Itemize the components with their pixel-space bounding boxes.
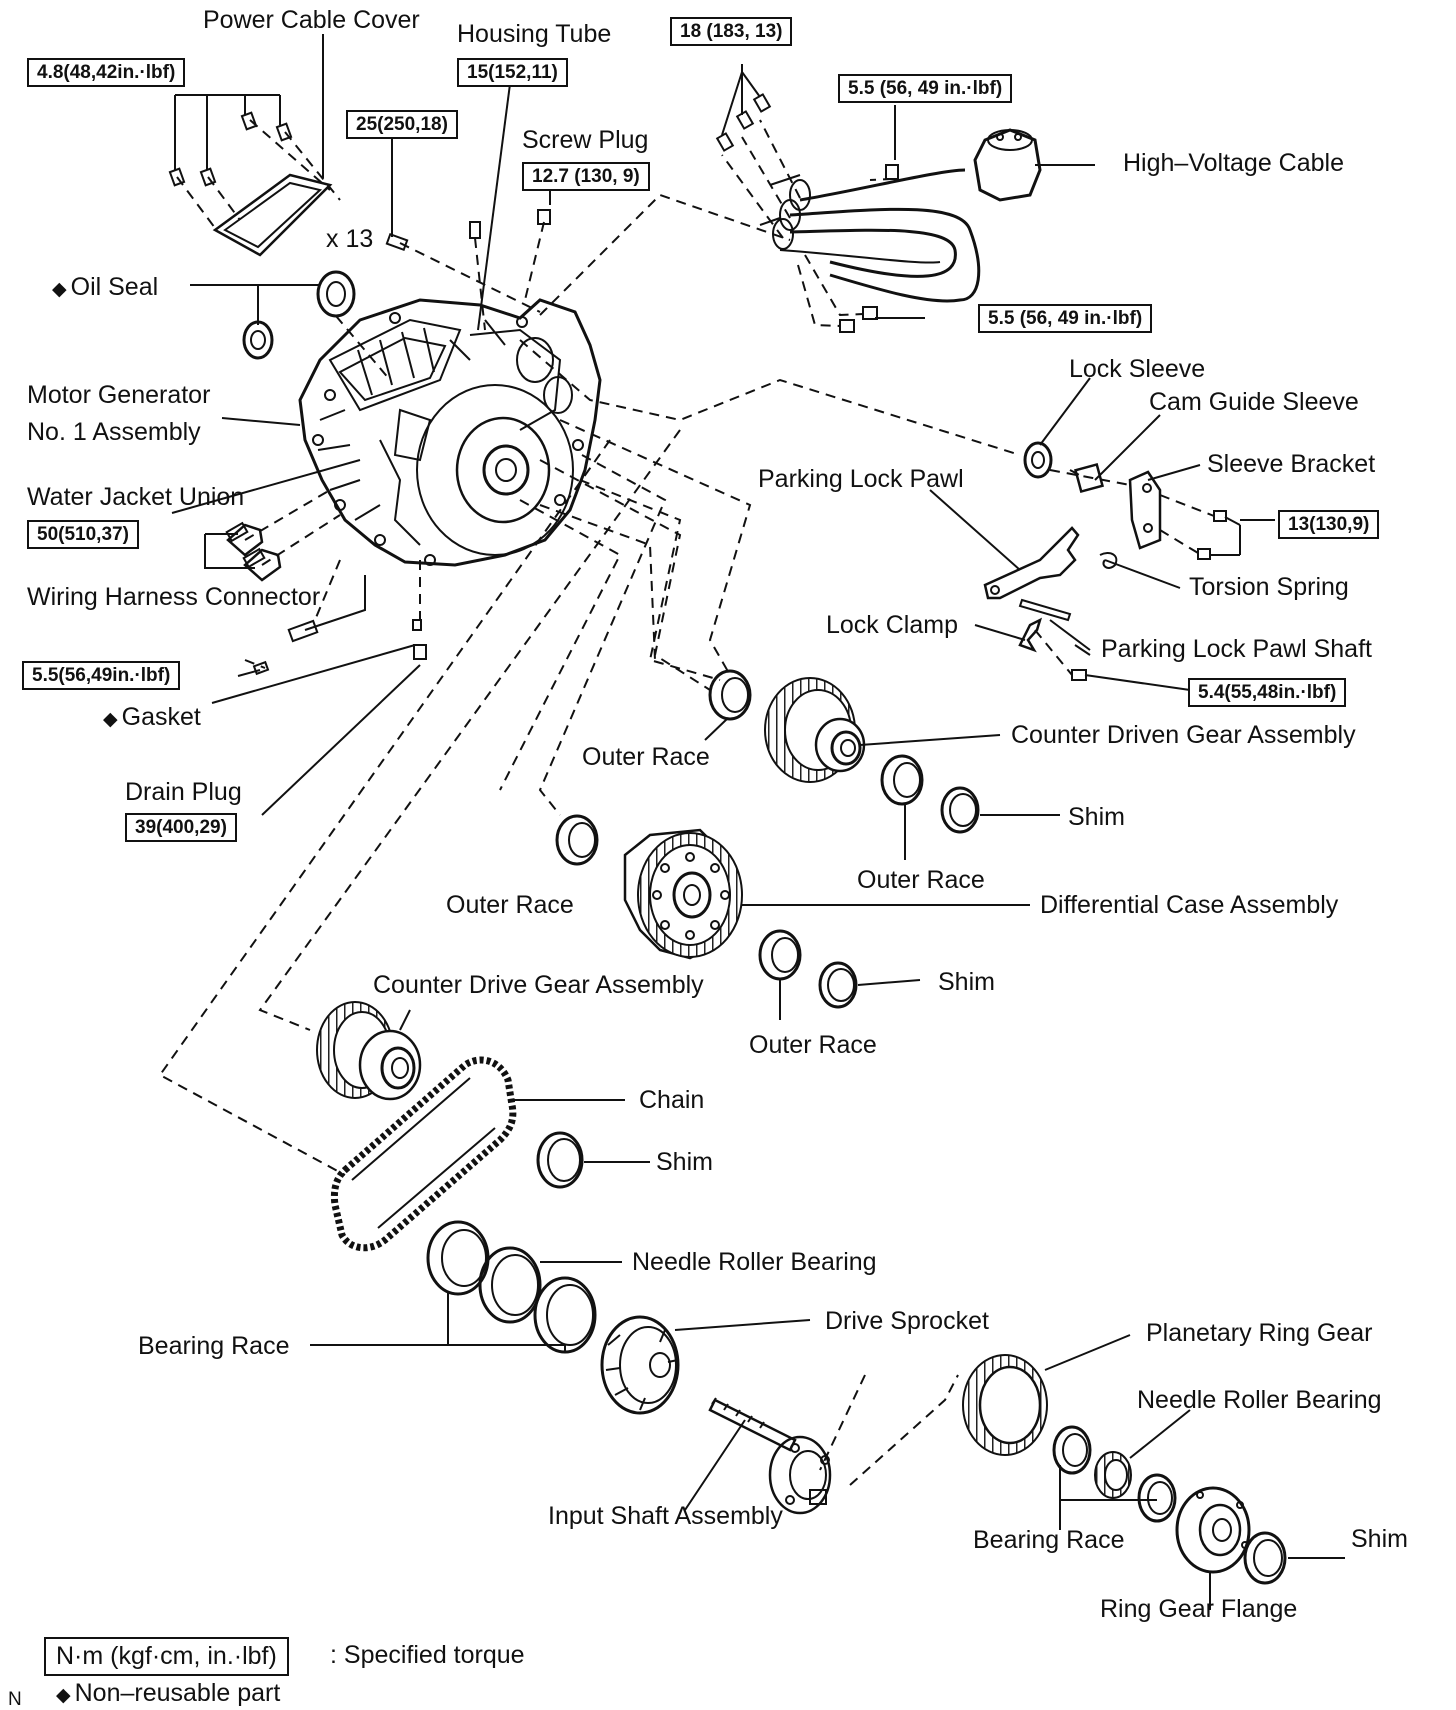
ring-gear-flange-part [1175, 1486, 1251, 1574]
label-torsion-spring: Torsion Spring [1189, 573, 1349, 601]
label-drive-sprocket: Drive Sprocket [825, 1307, 989, 1335]
label-outer-race-2: Outer Race [857, 866, 985, 894]
corner-mark: N [8, 1689, 22, 1710]
leader-lines [171, 34, 1345, 1610]
label-shim-2: Shim [938, 968, 995, 996]
label-gasket: ◆Gasket [103, 705, 201, 730]
bearing-race-part-2 [1052, 1425, 1092, 1475]
torque-hv-cable-top: 5.5 (56, 49 in.·lbf) [838, 74, 1013, 103]
legend-nonreusable: ◆Non–reusable part [56, 1681, 280, 1706]
label-motor-generator-line1: Motor Generator [27, 381, 211, 409]
torque-housing-tube: 15(152,11) [457, 58, 568, 87]
diamond-icon: ◆ [52, 279, 67, 300]
chain-part [330, 1056, 517, 1252]
lock-clamp-part [1018, 617, 1043, 653]
planetary-ring-gear-part [962, 1354, 1048, 1456]
shim-part-1 [940, 786, 980, 834]
label-shim-3: Shim [656, 1148, 713, 1176]
torsion-spring-part [1099, 552, 1118, 569]
label-bearing-race-1: Bearing Race [138, 1332, 290, 1360]
diamond-icon: ◆ [56, 1685, 71, 1706]
input-shaft-part [708, 1397, 832, 1515]
torque-water-jacket-union: 50(510,37) [27, 520, 139, 549]
label-shim-1: Shim [1068, 803, 1125, 831]
label-parking-lock-pawl: Parking Lock Pawl [758, 465, 964, 493]
high-voltage-cable-part [759, 128, 1042, 303]
label-ring-gear-flange: Ring Gear Flange [1100, 1595, 1298, 1623]
differential-case-part [623, 828, 743, 960]
torque-screw-plug: 12.7 (130, 9) [522, 162, 650, 191]
label-lock-clamp: Lock Clamp [826, 611, 958, 639]
label-parking-lock-pawl-shaft: Parking Lock Pawl Shaft [1101, 635, 1372, 663]
legend-torque-text: : Specified torque [330, 1641, 525, 1669]
label-cam-guide-sleeve: Cam Guide Sleeve [1149, 388, 1359, 416]
torque-power-cable-cover: 4.8(48,42in.·lbf) [27, 58, 186, 87]
label-water-jacket-union: Water Jacket Union [27, 483, 245, 511]
label-drain-plug: Drain Plug [125, 778, 242, 806]
power-cable-cover-part [212, 173, 333, 257]
label-gasket-text: Gasket [121, 703, 201, 731]
outer-race-part-1 [708, 669, 752, 721]
shim-part-2 [818, 961, 858, 1009]
bearing-race-part-1b [533, 1276, 597, 1354]
torque-bolts-x13: 25(250,18) [346, 110, 458, 139]
torque-wiring-harness: 5.5(56,49in.·lbf) [22, 661, 181, 690]
torque-drain-plug: 39(400,29) [125, 813, 237, 842]
label-sleeve-bracket: Sleeve Bracket [1207, 450, 1376, 478]
label-oil-seal-text: Oil Seal [70, 273, 159, 301]
label-input-shaft: Input Shaft Assembly [548, 1502, 783, 1530]
shim-part-4 [1243, 1531, 1287, 1585]
legend-nonreusable-text: Non–reusable part [74, 1679, 281, 1707]
label-chain: Chain [639, 1086, 705, 1114]
label-screw-plug: Screw Plug [522, 126, 649, 154]
label-outer-race-3: Outer Race [446, 891, 574, 919]
label-counter-driven-gear: Counter Driven Gear Assembly [1011, 721, 1356, 749]
water-jacket-union-part [226, 523, 282, 582]
assembly-guide-lines [158, 119, 1215, 1486]
bolts [168, 93, 1227, 681]
label-bearing-race-2: Bearing Race [973, 1526, 1125, 1554]
counter-drive-gear-part [316, 1001, 422, 1101]
label-outer-race-1: Outer Race [582, 743, 710, 771]
label-needle-roller-bearing-1: Needle Roller Bearing [632, 1248, 877, 1276]
parking-lock-pawl-shaft-part [1018, 598, 1072, 622]
needle-roller-bearing-part-2 [1094, 1451, 1132, 1499]
label-high-voltage-cable: High–Voltage Cable [1123, 149, 1344, 177]
lock-sleeve-part [1023, 441, 1053, 479]
label-planetary-ring-gear: Planetary Ring Gear [1146, 1319, 1373, 1347]
label-needle-roller-bearing-2: Needle Roller Bearing [1137, 1386, 1382, 1414]
sleeve-bracket-part [1128, 470, 1162, 550]
legend-torque-box: N·m (kgf·cm, in.·lbf) [44, 1637, 289, 1676]
label-oil-seal: ◆Oil Seal [52, 275, 158, 300]
label-motor-generator-line2: No. 1 Assembly [27, 418, 201, 446]
counter-driven-gear-part [764, 677, 866, 783]
label-power-cable-cover: Power Cable Cover [203, 6, 420, 34]
drive-sprocket-part [600, 1315, 680, 1415]
label-outer-race-4: Outer Race [749, 1031, 877, 1059]
torque-hv-cable-18: 18 (183, 13) [670, 17, 793, 46]
outer-race-part-2 [880, 754, 924, 806]
torque-sleeve-bracket: 13(130,9) [1278, 510, 1380, 539]
label-bolt-count: x 13 [326, 225, 374, 253]
label-counter-drive-gear: Counter Drive Gear Assembly [373, 971, 704, 999]
label-shim-4: Shim [1351, 1525, 1408, 1553]
shim-part-3 [536, 1131, 584, 1189]
torque-lock-clamp: 5.4(55,48in.·lbf) [1188, 678, 1347, 707]
needle-roller-bearing-part-1 [478, 1246, 542, 1324]
diamond-icon: ◆ [103, 709, 118, 730]
bearing-race-part-2b [1137, 1473, 1177, 1523]
torque-hv-cable-bottom: 5.5 (56, 49 in.·lbf) [978, 304, 1153, 333]
label-differential-case: Differential Case Assembly [1040, 891, 1339, 919]
parking-lock-pawl-part [983, 526, 1080, 600]
label-wiring-harness-connector: Wiring Harness Connector [27, 583, 321, 611]
label-housing-tube: Housing Tube [457, 20, 612, 48]
label-lock-sleeve: Lock Sleeve [1069, 355, 1206, 383]
transaxle-housing [298, 298, 602, 567]
outer-race-part-4 [758, 929, 802, 981]
outer-race-part-3 [555, 814, 599, 866]
